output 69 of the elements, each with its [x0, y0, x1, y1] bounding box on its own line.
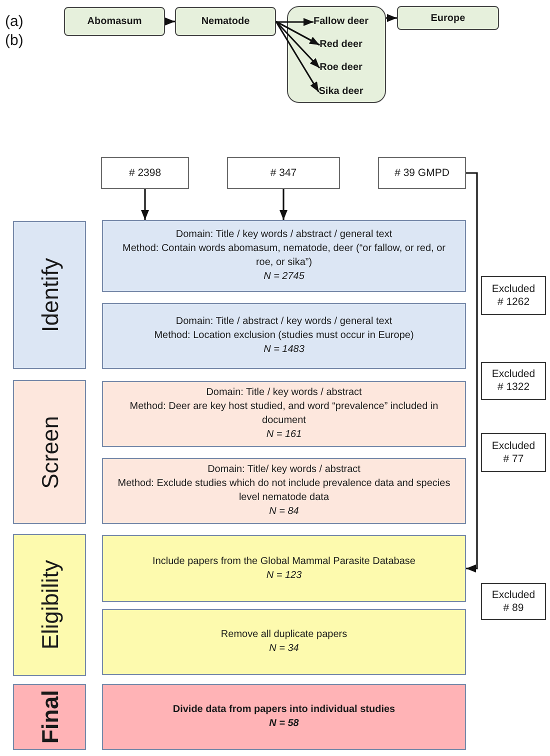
process-box: [175, 7, 276, 36]
group-box: [287, 6, 386, 103]
process-box: [397, 6, 499, 30]
phase-band: [13, 221, 86, 369]
step-box: [102, 220, 466, 292]
source-box: [378, 157, 466, 189]
count-text: N = 58: [269, 717, 299, 731]
phase-label: Identify: [36, 258, 62, 332]
source-box: [227, 157, 340, 189]
phase-band: [13, 534, 86, 676]
arrow: [141, 189, 149, 220]
box-label: # 347: [270, 166, 297, 180]
count-text: N = 84: [269, 505, 299, 519]
step-text: Domain: Title / abstract / key words / general text: [176, 315, 392, 329]
process-box: [64, 7, 165, 36]
count-text: N = 2745: [264, 270, 304, 284]
step-text: Method: Contain words abomasum, nematode, deer (“or fallow, or red, or roe, or sika”): [122, 242, 446, 270]
arrow: [276, 20, 320, 46]
box-label: Nematode: [201, 15, 250, 28]
panel-label: (a): [5, 13, 24, 31]
arrow: [386, 14, 397, 22]
step-box: [102, 458, 466, 524]
step-box: [102, 535, 466, 602]
phase-band: [13, 380, 86, 524]
box-label: Excluded # 89: [490, 588, 536, 614]
step-text: Method: Deer are key host studied, and word “prevalence” included in document: [128, 400, 440, 428]
source-box: [101, 157, 189, 189]
excluded-box: [481, 433, 546, 472]
panel-label: (b): [5, 32, 24, 50]
arrow: [165, 18, 175, 26]
step-box: [102, 609, 466, 675]
step-text: Method: Location exclusion (studies must occur in Europe): [154, 329, 414, 343]
node-label: Fallow deer: [314, 16, 368, 28]
step-text: Domain: Title / key words / abstract / general text: [176, 228, 392, 242]
step-text: Method: Exclude studies which do not include prevalence data and species level nematode data: [117, 477, 451, 505]
box-label: Excluded # 1262: [490, 282, 536, 308]
step-text: Domain: Title / key words / abstract: [206, 386, 362, 400]
arrow: [280, 189, 288, 220]
count-text: N = 161: [266, 428, 302, 442]
step-text: Remove all duplicate papers: [220, 628, 348, 642]
arrow: [275, 20, 320, 69]
box-label: Europe: [430, 12, 466, 24]
node-label: Roe deer: [320, 62, 362, 74]
arrow: [275, 21, 320, 92]
node-label: Sika deer: [318, 86, 364, 98]
step-text: Divide data from papers into individual studies: [172, 703, 396, 717]
arrow: [466, 172, 478, 572]
step-box: [102, 303, 466, 369]
phase-label: Eligibility: [36, 560, 62, 650]
step-text: Include papers from the Global Mammal Parasite Database: [152, 554, 416, 568]
phase-label: Screen: [36, 416, 62, 488]
step-text: Domain: Title/ key words / abstract: [208, 463, 360, 477]
count-text: N = 123: [266, 568, 302, 582]
box-label: # 39 GMPD: [394, 166, 450, 180]
phase-band: [13, 684, 86, 750]
count-text: N = 34: [269, 642, 299, 656]
box-label: Excluded # 1322: [490, 368, 536, 394]
excluded-box: [481, 276, 546, 315]
excluded-box: [481, 362, 546, 400]
arrow: [276, 18, 314, 26]
count-text: N = 1483: [264, 343, 304, 357]
phase-label: Final: [36, 690, 62, 744]
box-label: Abomasum: [87, 15, 142, 28]
excluded-box: [481, 583, 546, 620]
node-label: Red deer: [320, 39, 362, 51]
step-box: [102, 381, 466, 447]
box-label: Excluded # 77: [490, 440, 536, 466]
step-box: [102, 684, 466, 750]
box-label: # 2398: [128, 166, 162, 180]
